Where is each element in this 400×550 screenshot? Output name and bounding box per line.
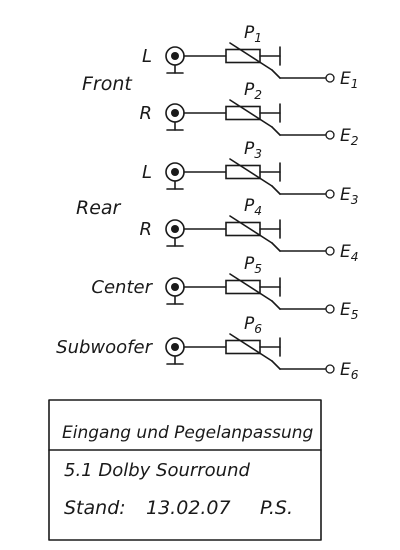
output-label: E3 [340,185,359,207]
title-block-heading: Eingang und Pegelanpassung [62,423,314,443]
title-block: Eingang und Pegelanpassung 5.1 Dolby Sou… [48,399,322,541]
potentiometer-label: P4 [244,196,262,218]
output-wire-diag [271,69,281,79]
output-wire-diag [271,185,281,195]
input-jack-icon [165,219,185,247]
input-jack-icon [165,103,185,131]
output-wire-diag [271,242,281,252]
potentiometer-label: P2 [244,80,262,102]
potentiometer-label: P3 [244,139,262,161]
title-block-initials: P.S. [260,497,293,519]
output-terminal-icon [325,130,335,140]
output-wire-diag [271,360,281,370]
input-jack-icon [165,162,185,190]
title-block-stand-label: Stand: [64,497,126,519]
wiper-line [229,42,273,71]
output-label: E6 [340,360,359,382]
title-block-frame [48,399,322,541]
input-label: Subwoofer [56,337,153,358]
output-label: E5 [340,300,359,322]
channel-rows: LP1E1RP2E2LP3E3RP4E4CenterP5E5SubwooferP… [56,23,359,382]
input-jack-icon [165,337,185,365]
rear-group-label: Rear [76,197,122,219]
front-group-label: Front [82,73,133,95]
output-wire-diag [271,300,281,310]
output-terminal-icon [325,246,335,256]
input-label: L [142,46,152,67]
title-block-system: 5.1 Dolby Sourround [64,460,250,481]
output-label: E2 [340,126,359,148]
wiper-line [229,273,273,302]
output-wire-diag [271,126,281,136]
wiper-line [229,158,273,187]
output-label: E1 [340,69,359,91]
input-label: L [142,162,152,183]
wiper-line [229,333,273,362]
title-block-date: 13.02.07 [146,497,231,519]
output-terminal-icon [325,73,335,83]
potentiometer-label: P1 [244,23,262,45]
wiper-line [229,215,273,244]
output-terminal-icon [325,304,335,314]
wiper-line [229,99,273,128]
potentiometer-label: P6 [244,314,262,336]
output-label: E4 [340,242,359,264]
potentiometer-label: P5 [244,254,262,276]
input-label: Center [91,277,153,298]
input-label: R [139,103,152,124]
input-jack-icon [165,277,185,305]
input-label: R [139,219,152,240]
input-jack-icon [165,46,185,74]
output-terminal-icon [325,189,335,199]
output-terminal-icon [325,364,335,374]
